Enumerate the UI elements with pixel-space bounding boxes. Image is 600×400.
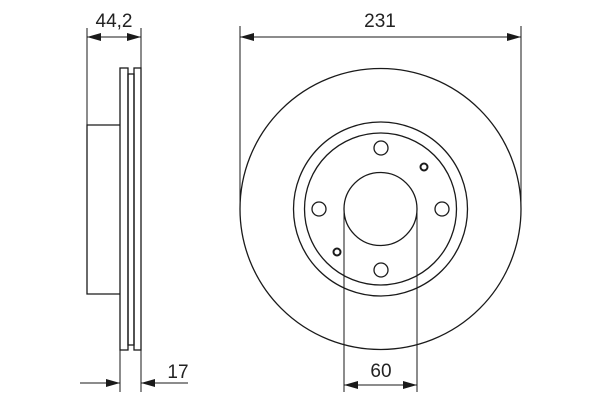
vent-channel bbox=[127, 73, 135, 346]
outer-disc-edge bbox=[239, 67, 522, 351]
center-bore-label: 60 bbox=[370, 361, 391, 382]
side-view bbox=[86, 67, 142, 351]
outer-diameter-dimension: 231 bbox=[239, 11, 522, 209]
center-bore bbox=[343, 171, 418, 247]
locating-hole bbox=[332, 247, 342, 257]
inner-friction-plate bbox=[119, 67, 129, 351]
hub-profile bbox=[86, 124, 120, 295]
disc-thickness-dimension: 17 bbox=[80, 350, 189, 392]
overall-thickness-dimension: 44,2 bbox=[86, 11, 142, 125]
bolt-hole bbox=[373, 140, 389, 156]
outer-diameter-label: 231 bbox=[364, 11, 396, 32]
overall-thickness-label: 44,2 bbox=[96, 11, 133, 32]
center-bore-dimension: 60 bbox=[343, 209, 418, 392]
outer-friction-plate bbox=[133, 67, 142, 351]
bolt-hole bbox=[311, 201, 327, 217]
hat-inner-circle bbox=[303, 132, 458, 286]
hat-outer-circle bbox=[292, 121, 469, 297]
bolt-hole bbox=[434, 201, 450, 217]
disc-thickness-label: 17 bbox=[167, 362, 188, 383]
bolt-hole bbox=[373, 262, 389, 278]
front-view bbox=[239, 67, 522, 351]
locating-hole bbox=[419, 162, 429, 172]
